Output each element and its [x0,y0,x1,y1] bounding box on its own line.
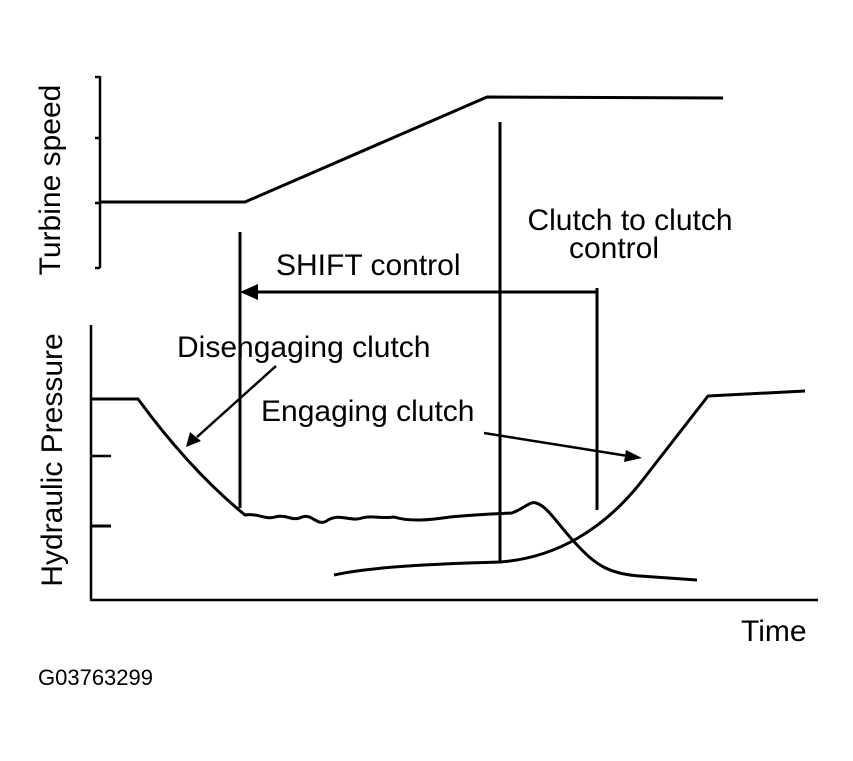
disengaging-clutch-curve [91,397,698,582]
control-markers [238,122,599,562]
time-axis-label: Time [741,615,807,648]
clutch-to-clutch-label-line2: control [569,232,659,265]
turbine-speed-label: Turbine speed [34,85,67,276]
engaging-clutch-leader-head [624,450,642,462]
shift-control-label: SHIFT control [276,249,461,282]
engaging-clutch-leader [483,431,629,458]
hydraulic-pressure-panel [89,325,818,602]
turbine-speed-panel [95,75,724,270]
figure-id: G03763299 [38,665,153,690]
hydraulic-pressure-label: Hydraulic Pressure [36,333,69,586]
shift-control-arrowhead [240,284,258,300]
engaging-clutch-curve [333,389,806,577]
turbine-speed-curve [100,95,724,204]
disengaging-clutch-leader [196,365,277,438]
engaging-clutch-label: Engaging clutch [261,395,475,428]
clutch-to-clutch-label-line1: Clutch to clutch [527,204,732,237]
hydraulic-pressure-axes [89,325,818,602]
disengaging-clutch-label: Disengaging clutch [177,331,431,364]
disengaging-clutch-leader-head [186,432,201,447]
